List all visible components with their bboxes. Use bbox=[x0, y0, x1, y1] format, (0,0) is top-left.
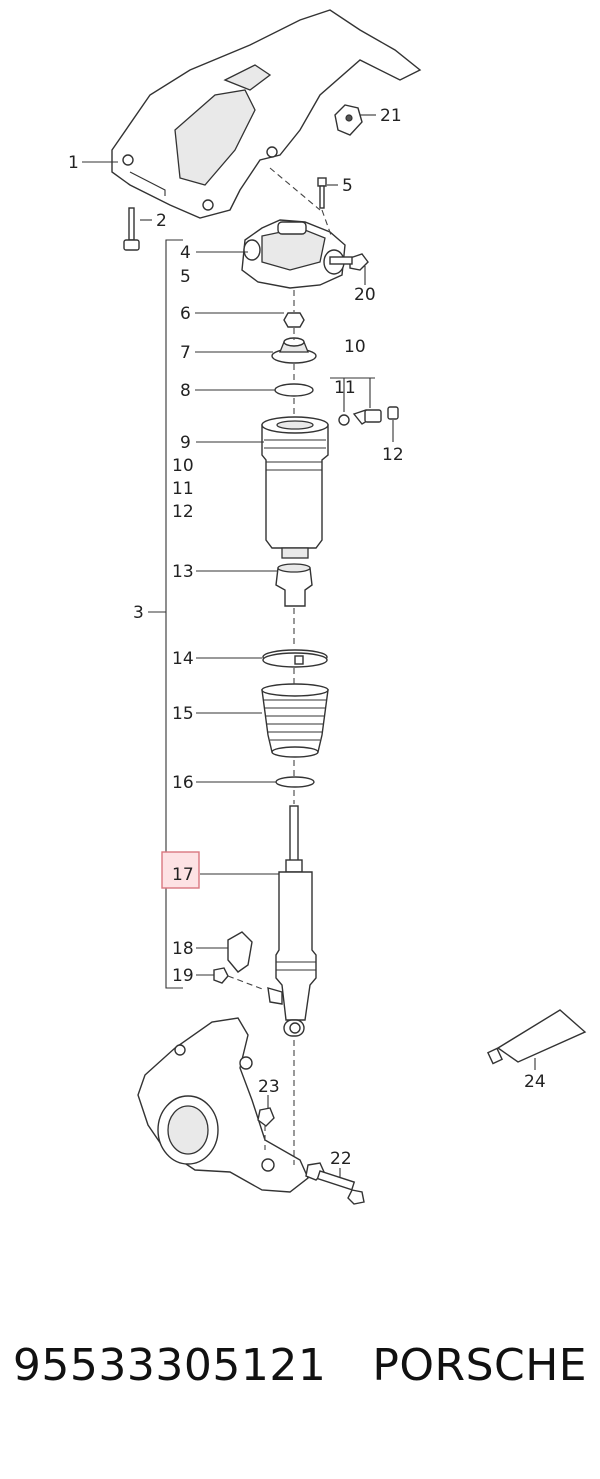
callout-5-bolt: 5 bbox=[342, 176, 353, 196]
bolt-20-part bbox=[329, 253, 369, 271]
oring-8-part bbox=[274, 383, 314, 397]
nut-6-part bbox=[283, 312, 305, 328]
valve-10-part bbox=[338, 406, 399, 426]
callout-2: 2 bbox=[156, 211, 167, 231]
clamp-part bbox=[262, 649, 328, 668]
callout-13: 13 bbox=[172, 562, 194, 582]
callout-10-group: 10 bbox=[344, 337, 366, 357]
callout-12: 12 bbox=[172, 502, 194, 522]
callout-24: 24 bbox=[524, 1072, 546, 1092]
air-spring-part bbox=[261, 416, 329, 559]
shock-absorber-part bbox=[267, 805, 317, 1037]
bearing-7-part bbox=[271, 337, 317, 364]
callout-17: 17 bbox=[172, 865, 194, 885]
callout-20: 20 bbox=[354, 285, 376, 305]
callout-1: 1 bbox=[68, 153, 79, 173]
dust-boot-part bbox=[261, 683, 329, 758]
bolt-22-part bbox=[305, 1162, 365, 1205]
highlight-box bbox=[161, 851, 200, 889]
callout-12-group: 12 bbox=[382, 445, 404, 465]
wheel-knuckle-part bbox=[137, 1017, 309, 1193]
callout-23: 23 bbox=[258, 1077, 280, 1097]
assembly-bracket bbox=[165, 239, 183, 989]
callout-8: 8 bbox=[180, 381, 191, 401]
callout-11: 11 bbox=[172, 479, 194, 499]
callout-15: 15 bbox=[172, 704, 194, 724]
grease-tube-part bbox=[487, 1009, 587, 1065]
callout-19: 19 bbox=[172, 966, 194, 986]
bolt-2-part bbox=[123, 207, 140, 251]
oring-16-part bbox=[275, 776, 315, 788]
callout-5: 5 bbox=[180, 267, 191, 287]
upper-mount-part bbox=[241, 219, 346, 289]
callout-labels: 1 2 4 5 5 21 20 6 7 8 10 11 12 9 10 11 1… bbox=[68, 106, 546, 1169]
nut-19-part bbox=[213, 967, 229, 984]
callout-7: 7 bbox=[180, 343, 191, 363]
centerlines bbox=[227, 167, 333, 1165]
part-number: 95533305121 bbox=[12, 1339, 327, 1391]
bolt-23-part bbox=[257, 1107, 275, 1127]
subframe-part bbox=[111, 9, 422, 219]
callout-21: 21 bbox=[380, 106, 402, 126]
callout-11-group: 11 bbox=[334, 378, 356, 398]
callout-18: 18 bbox=[172, 939, 194, 959]
callout-3: 3 bbox=[133, 603, 144, 623]
callout-14: 14 bbox=[172, 649, 194, 669]
clip-21-part bbox=[334, 104, 363, 136]
bracket-18-part bbox=[227, 931, 253, 973]
callout-6: 6 bbox=[180, 304, 191, 324]
callout-22: 22 bbox=[330, 1149, 352, 1169]
callout-10: 10 bbox=[172, 456, 194, 476]
brand-name: PORSCHE bbox=[372, 1339, 588, 1391]
bolt-5-part bbox=[317, 177, 327, 209]
leader-lines bbox=[82, 114, 536, 1178]
callout-9: 9 bbox=[180, 433, 191, 453]
bump-stop-part bbox=[275, 563, 313, 607]
callout-4: 4 bbox=[180, 243, 191, 263]
callout-16: 16 bbox=[172, 773, 194, 793]
footer-caption: 95533305121 PORSCHE bbox=[0, 1320, 600, 1410]
